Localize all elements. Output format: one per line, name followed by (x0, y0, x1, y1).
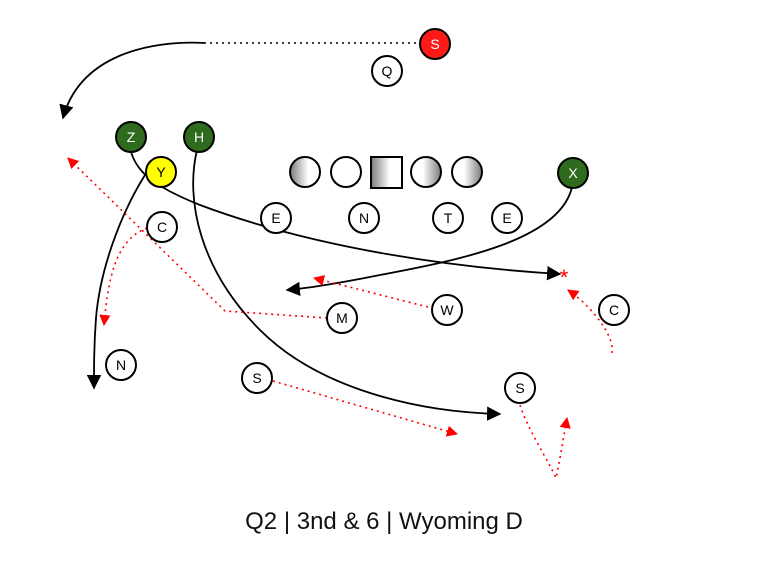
coverage-c-left (99, 227, 148, 327)
defender-c-right[interactable]: C (598, 294, 630, 326)
route-y (86, 174, 146, 390)
defender-t-label: T (444, 210, 453, 226)
coverage-m (67, 157, 328, 319)
defender-w-label: W (440, 302, 454, 318)
ol-right-guard (410, 156, 442, 188)
defender-s-left[interactable]: S (241, 362, 273, 394)
defender-c-right-label: C (609, 302, 619, 318)
play-caption: Q2 | 3nd & 6 | Wyoming D (0, 508, 768, 536)
caption-down-distance: 3nd & 6 (296, 508, 380, 535)
caption-separator-1: | (283, 508, 291, 535)
route-h (192, 149, 502, 421)
player-q[interactable]: Q (371, 55, 403, 87)
defender-e-right[interactable]: E (491, 202, 523, 234)
defender-s-left-label: S (252, 370, 261, 386)
player-s-label: S (430, 36, 439, 52)
ol-left-tackle (289, 156, 321, 188)
defender-n-deep[interactable]: N (105, 349, 137, 381)
coverage-w (312, 275, 429, 308)
coverage-s-left (272, 380, 459, 437)
defender-s-right-label: S (515, 380, 524, 396)
player-h-label: H (194, 129, 204, 145)
player-y-label: Y (156, 164, 166, 180)
coverage-s-right (519, 404, 571, 481)
route-x (285, 186, 573, 297)
player-x-label: X (568, 165, 578, 181)
player-z-label: Z (127, 129, 136, 145)
defender-c-left[interactable]: C (146, 211, 178, 243)
defender-t[interactable]: T (432, 202, 464, 234)
player-z[interactable]: Z (115, 121, 147, 153)
caption-separator-2: | (386, 508, 393, 535)
player-q-label: Q (382, 63, 393, 79)
player-x[interactable]: X (557, 157, 589, 189)
motion-route-line (59, 41, 206, 120)
player-h[interactable]: H (183, 121, 215, 153)
caption-team: Wyoming D (399, 508, 523, 535)
defender-m[interactable]: M (326, 302, 358, 334)
defender-e-right-label: E (502, 210, 511, 226)
ol-left-guard (330, 156, 362, 188)
target-marker: * (560, 265, 569, 290)
player-y[interactable]: Y (145, 156, 177, 188)
defender-c-left-label: C (157, 219, 167, 235)
defender-e-left[interactable]: E (260, 202, 292, 234)
player-s-motion[interactable]: S (419, 28, 451, 60)
ol-right-tackle (451, 156, 483, 188)
defender-e-left-label: E (271, 210, 280, 226)
ol-center (370, 156, 403, 189)
defender-w[interactable]: W (431, 294, 463, 326)
defender-n-line-label: N (359, 210, 369, 226)
defender-n-deep-label: N (116, 357, 126, 373)
defender-n-line[interactable]: N (348, 202, 380, 234)
caption-quarter: Q2 (245, 508, 278, 535)
offensive-line (289, 156, 483, 189)
defender-m-label: M (336, 310, 348, 326)
defender-s-right[interactable]: S (504, 372, 536, 404)
